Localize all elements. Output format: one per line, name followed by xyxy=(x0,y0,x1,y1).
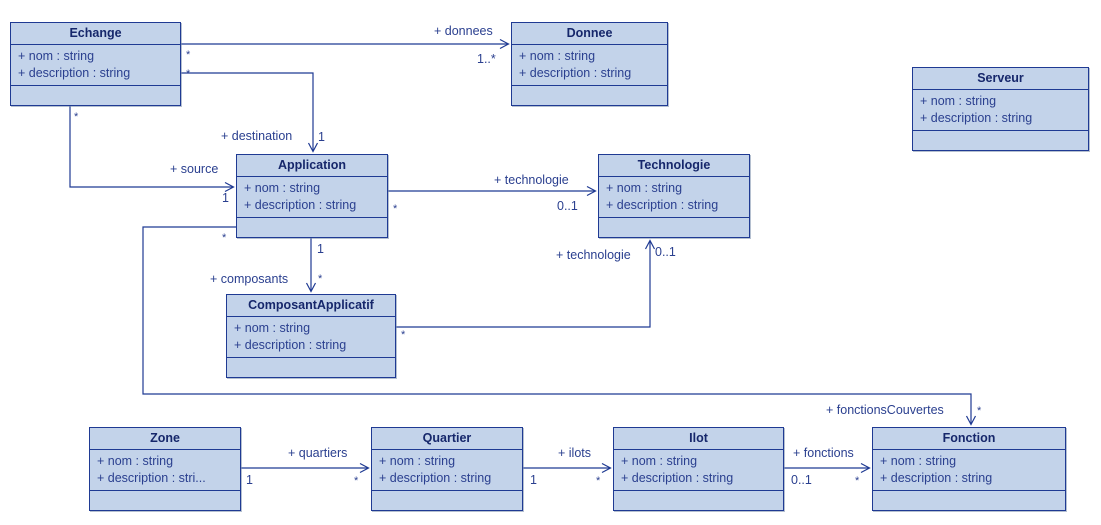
class-name-ilot: Ilot xyxy=(614,428,783,450)
edge-label-fonctions: + fonctions xyxy=(793,446,854,460)
multiplicity-quartier-source: 1 xyxy=(530,473,537,487)
class-name-composantapplicatif: ComposantApplicatif xyxy=(227,295,395,317)
class-attributes-echange: + nom : string + description : string xyxy=(11,45,180,86)
multiplicity-echange-destination-source: * xyxy=(186,68,191,80)
multiplicity-technologie-target: 0..1 xyxy=(557,199,578,213)
class-name-technologie: Technologie xyxy=(599,155,749,177)
class-operations-serveur xyxy=(913,131,1088,150)
edge-label-source: + source xyxy=(170,162,219,176)
attribute-row: + description : string xyxy=(379,471,492,485)
multiplicity-composant-technologie-source: * xyxy=(401,329,406,341)
class-name-zone: Zone xyxy=(90,428,240,450)
class-attributes-donnee: + nom : string + description : string xyxy=(512,45,667,86)
attribute-row: + description : string xyxy=(18,66,131,80)
class-box-application[interactable]: Application + nom : string + description… xyxy=(236,154,388,238)
class-name-serveur: Serveur xyxy=(913,68,1088,90)
class-box-ilot[interactable]: Ilot + nom : string + description : stri… xyxy=(613,427,784,511)
multiplicity-fonction-target-2: * xyxy=(855,475,860,487)
class-name-echange: Echange xyxy=(11,23,180,45)
class-operations-fonction xyxy=(873,491,1065,510)
attribute-row: + nom : string xyxy=(606,181,683,195)
class-box-technologie[interactable]: Technologie + nom : string + description… xyxy=(598,154,750,238)
class-box-fonction[interactable]: Fonction + nom : string + description : … xyxy=(872,427,1066,511)
multiplicity-composant-target: * xyxy=(318,273,323,285)
class-operations-zone xyxy=(90,491,240,510)
class-operations-composantapplicatif xyxy=(227,358,395,377)
class-name-fonction: Fonction xyxy=(873,428,1065,450)
class-box-donnee[interactable]: Donnee + nom : string + description : st… xyxy=(511,22,668,106)
multiplicity-quartier-target: * xyxy=(354,475,359,487)
attribute-row: + description : string xyxy=(920,111,1033,125)
class-attributes-fonction: + nom : string + description : string xyxy=(873,450,1065,491)
edge-label-composants: + composants xyxy=(210,272,289,286)
class-operations-quartier xyxy=(372,491,522,510)
attribute-row: + description : string xyxy=(606,198,719,212)
multiplicity-ilot-source: 0..1 xyxy=(791,473,812,487)
edge-label-ilots: + ilots xyxy=(558,446,592,460)
class-box-echange[interactable]: Echange + nom : string + description : s… xyxy=(10,22,181,106)
attribute-row: + nom : string xyxy=(244,181,321,195)
attribute-row: + description : stri... xyxy=(97,471,206,485)
class-name-quartier: Quartier xyxy=(372,428,522,450)
multiplicity-zone-source: 1 xyxy=(246,473,253,487)
attribute-row: + nom : string xyxy=(880,454,957,468)
class-attributes-serveur: + nom : string + description : string xyxy=(913,90,1088,131)
class-attributes-composantapplicatif: + nom : string + description : string xyxy=(227,317,395,358)
multiplicity-application-source-target: 1 xyxy=(222,191,229,205)
class-attributes-zone: + nom : string + description : stri... xyxy=(90,450,240,491)
multiplicity-application-technologie-source: * xyxy=(393,203,398,215)
class-box-composantapplicatif[interactable]: ComposantApplicatif + nom : string + des… xyxy=(226,294,396,378)
class-operations-application xyxy=(237,218,387,237)
attribute-row: + nom : string xyxy=(18,49,95,63)
multiplicity-donnee-target: 1..* xyxy=(477,52,496,66)
class-box-zone[interactable]: Zone + nom : string + description : stri… xyxy=(89,427,241,511)
multiplicity-application-fonctions-source: * xyxy=(222,232,227,244)
attribute-row: + nom : string xyxy=(97,454,174,468)
attribute-row: + description : string xyxy=(519,66,632,80)
attribute-row: + nom : string xyxy=(379,454,456,468)
attribute-row: + description : string xyxy=(880,471,993,485)
class-name-application: Application xyxy=(237,155,387,177)
multiplicity-echange-donnees-source: * xyxy=(186,49,191,61)
edge-label-donnees: + donnees xyxy=(434,24,493,38)
edge-label-technologie-composant: + technologie xyxy=(556,248,631,262)
multiplicity-ilot-target: * xyxy=(596,475,601,487)
multiplicity-fonction-target: * xyxy=(977,405,982,417)
class-name-donnee: Donnee xyxy=(512,23,667,45)
attribute-row: + nom : string xyxy=(621,454,698,468)
attribute-row: + description : string xyxy=(244,198,357,212)
class-box-quartier[interactable]: Quartier + nom : string + description : … xyxy=(371,427,523,511)
edge-label-fonctions-couvertes: + fonctionsCouvertes xyxy=(826,403,944,417)
attribute-row: + nom : string xyxy=(519,49,596,63)
attribute-row: + nom : string xyxy=(920,94,997,108)
class-operations-echange xyxy=(11,86,180,105)
class-attributes-application: + nom : string + description : string xyxy=(237,177,387,218)
class-operations-ilot xyxy=(614,491,783,510)
edge-label-destination: + destination xyxy=(221,129,293,143)
class-operations-donnee xyxy=(512,86,667,105)
class-attributes-ilot: + nom : string + description : string xyxy=(614,450,783,491)
class-attributes-technologie: + nom : string + description : string xyxy=(599,177,749,218)
attribute-row: + description : string xyxy=(621,471,734,485)
edge-label-quartiers: + quartiers xyxy=(288,446,348,460)
multiplicity-echange-source-source: * xyxy=(74,111,79,123)
attribute-row: + nom : string xyxy=(234,321,311,335)
attribute-row: + description : string xyxy=(234,338,347,352)
class-operations-technologie xyxy=(599,218,749,237)
edge-label-technologie-application: + technologie xyxy=(494,173,569,187)
multiplicity-application-destination-target: 1 xyxy=(318,130,325,144)
class-box-serveur[interactable]: Serveur + nom : string + description : s… xyxy=(912,67,1089,151)
multiplicity-application-composants-source: 1 xyxy=(317,242,324,256)
class-attributes-quartier: + nom : string + description : string xyxy=(372,450,522,491)
multiplicity-technologie-target-2: 0..1 xyxy=(655,245,676,259)
